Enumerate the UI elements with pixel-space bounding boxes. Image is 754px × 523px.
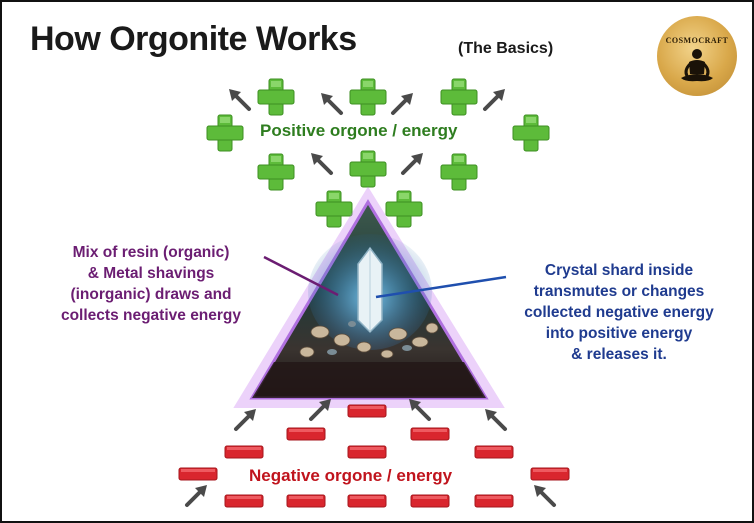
positive-energy-label: Positive orgone / energy xyxy=(260,121,458,140)
plus-icon xyxy=(257,153,295,191)
minus-icon xyxy=(410,427,450,441)
plus-icon xyxy=(512,114,550,152)
plus-icon xyxy=(440,78,478,116)
minus-icon xyxy=(474,445,514,459)
minus-icon xyxy=(286,494,326,508)
minus-icon xyxy=(347,404,387,418)
arrow-icon xyxy=(185,483,209,507)
minus-icon xyxy=(178,467,218,481)
arrow-icon xyxy=(391,91,415,115)
plus-icon xyxy=(440,153,478,191)
annotation-line: Mix of resin (organic) xyxy=(72,244,230,261)
annotation-line: collects negative energy xyxy=(60,307,242,324)
meditating-figure-icon xyxy=(681,49,713,82)
left-pointer-line xyxy=(263,255,339,297)
minus-icon xyxy=(347,494,387,508)
diagram-subtitle: (The Basics) xyxy=(458,40,554,57)
plus-icon xyxy=(315,190,353,228)
right-pointer-line xyxy=(375,275,507,299)
annotation-line: collected negative energy xyxy=(524,304,714,321)
logo-text: COSMOCRAFT xyxy=(665,36,729,45)
annotation-line: into positive energy xyxy=(545,325,693,342)
crystal-shard xyxy=(357,246,383,334)
minus-icon xyxy=(347,445,387,459)
annotation-line: Crystal shard inside xyxy=(544,262,694,279)
annotation-line: (inorganic) draws and xyxy=(70,286,232,303)
minus-icon xyxy=(474,494,514,508)
minus-icon xyxy=(224,494,264,508)
orgonite-pyramid xyxy=(233,186,505,408)
resin-annotation: Mix of resin (organic) & Metal shavings … xyxy=(28,242,274,326)
arrow-icon xyxy=(309,151,333,175)
arrow-icon xyxy=(227,87,251,111)
cosmocraft-logo: COSMOCRAFT xyxy=(657,16,737,96)
negative-energy-label: Negative orgone / energy xyxy=(249,466,453,485)
negative-energy-symbols xyxy=(178,404,570,508)
arrow-icon xyxy=(483,407,507,431)
annotation-line: & releases it. xyxy=(571,346,667,363)
plus-icon xyxy=(349,78,387,116)
plus-icon xyxy=(349,150,387,188)
minus-icon xyxy=(224,445,264,459)
arrow-icon xyxy=(532,483,556,507)
minus-icon xyxy=(530,467,570,481)
arrow-icon xyxy=(401,151,425,175)
arrow-icon xyxy=(483,87,507,111)
annotation-line: & Metal shavings xyxy=(87,265,215,282)
plus-icon xyxy=(206,114,244,152)
minus-icon xyxy=(286,427,326,441)
arrow-icon xyxy=(234,407,258,431)
plus-icon xyxy=(257,78,295,116)
diagram-title: How Orgonite Works xyxy=(30,20,357,58)
arrow-icon xyxy=(319,91,343,115)
minus-icon xyxy=(410,494,450,508)
crystal-annotation: Crystal shard inside transmutes or chang… xyxy=(492,260,746,365)
annotation-line: transmutes or changes xyxy=(533,283,705,300)
plus-icon xyxy=(385,190,423,228)
